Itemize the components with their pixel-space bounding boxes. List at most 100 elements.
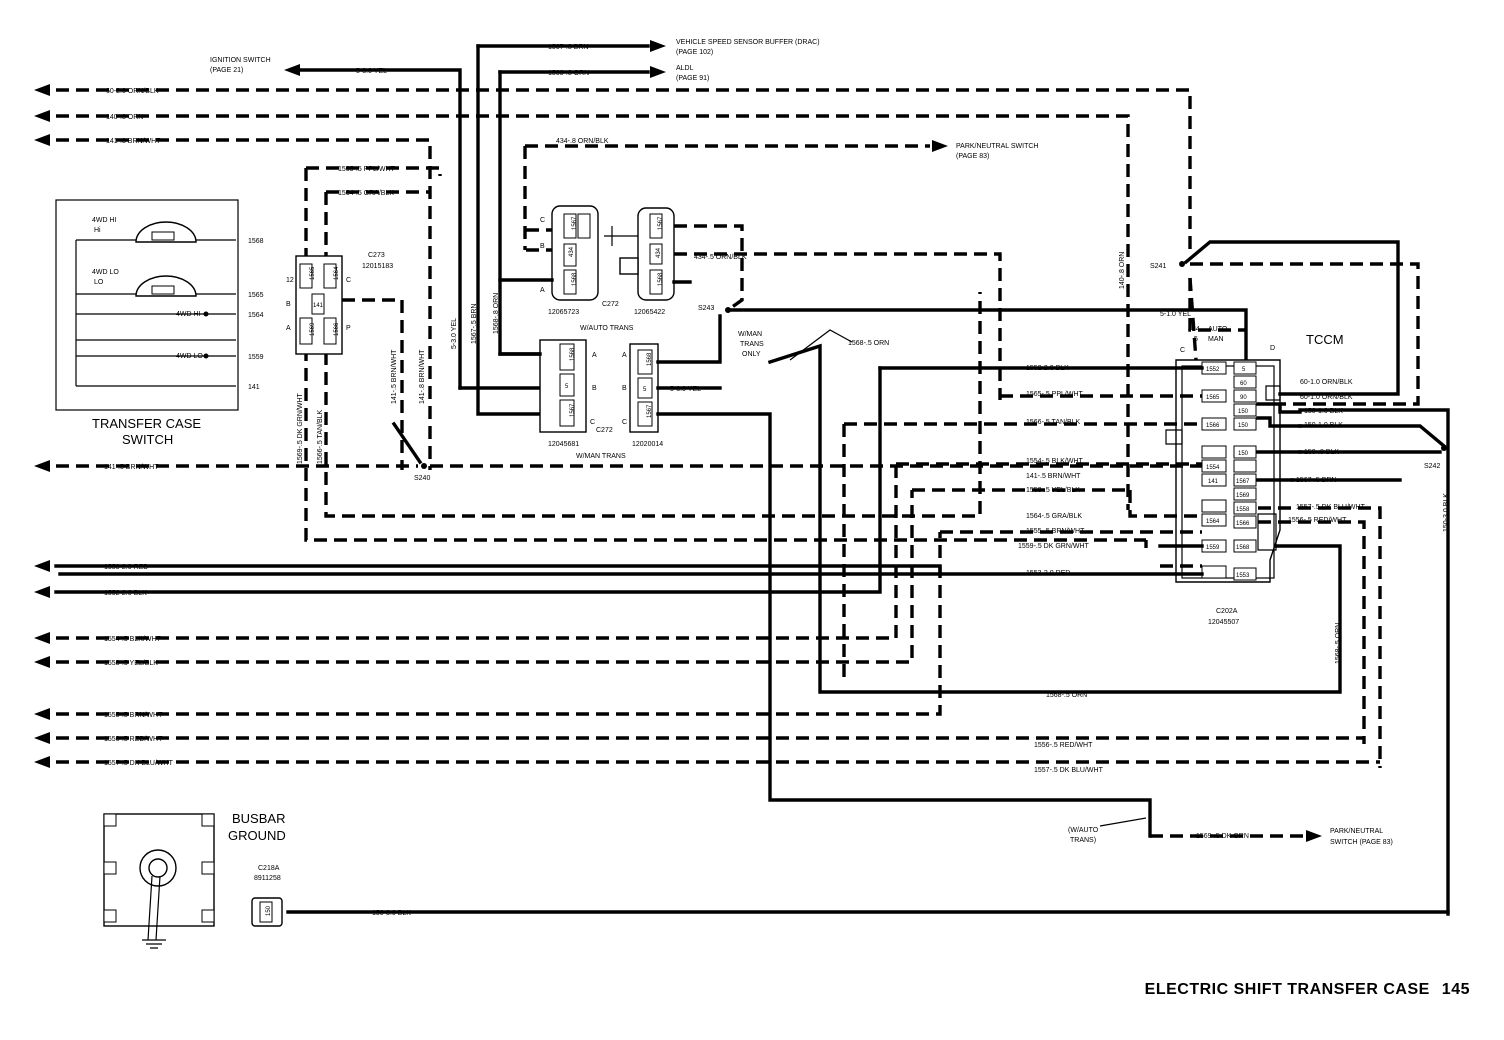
cav-c: C [540, 217, 545, 224]
splice-s241: S241 [1150, 263, 1166, 270]
wire-label: 1552-2.0 BLK [1026, 365, 1069, 372]
pin: 141 [1208, 479, 1219, 485]
pin: 1552 [1206, 367, 1220, 373]
ignition-switch-ref: IGNITION SWITCH [210, 57, 271, 64]
wire-label: 141-.8 BRN/WHT [419, 349, 426, 404]
park-neutral-page: (PAGE 83) [956, 153, 989, 160]
pin: 1567 [572, 216, 578, 230]
transfer-case-switch: 4WD HI Hi 4WD LO LO 4WD HI 4WD LO 1568 1… [55, 199, 264, 447]
wire-label: 1565-.5 PPL/WHT [1026, 391, 1084, 398]
wman-note-2: TRANS [740, 341, 764, 348]
wire-label: 1564-.5 GRA/BLK [1026, 513, 1082, 520]
pin: 1569 [310, 322, 316, 336]
wire-label: 1553-2.0 RED [1026, 570, 1070, 577]
c272-auto-part-a: 12065723 [548, 309, 579, 316]
park-neutral-bottom-ref: PARK/NEUTRAL [1330, 828, 1383, 835]
cav-a: A [622, 352, 627, 359]
ground-label: GROUND [228, 828, 286, 843]
pos-lo: LO [94, 279, 104, 286]
wire-label: 1569-.5 DK GRN/WHT [297, 392, 304, 464]
wire-label: 1558-.5 YEL/BLK [104, 660, 158, 667]
pin: 1567 [1236, 479, 1250, 485]
wire-label: 141-.8 BRN/WHT [106, 138, 161, 145]
ignition-switch-page: (PAGE 21) [210, 67, 243, 74]
tccm-module: TCCM AUTO MAN 434 5 C D C202A 12045507 1… [1119, 240, 1450, 916]
pin: 1568 [1236, 545, 1250, 551]
wire-label: 60-1.0 ORN/BLK [1300, 394, 1353, 401]
c272-man-name: C272 [596, 427, 613, 434]
wire-label: 5-3.0 YEL [670, 386, 701, 393]
c272-man-part-b: 12020014 [632, 441, 663, 448]
splice-s242: S242 [1424, 463, 1440, 470]
wire-label: 1557-.5 DK BLU/WHT [1034, 767, 1104, 774]
tccm-input-runs: 1552-2.0 BLK 1565-.5 PPL/WHT 1566-.5 TAN… [58, 365, 1204, 774]
pin: 1566 [1206, 423, 1220, 429]
tccm-right-pins: 5 60 90 150 150 150 1567 1569 1558 1566 … [1233, 361, 1257, 581]
tccm-cav-d: D [1270, 345, 1275, 352]
wire-label: 1568-.8 ORN [548, 70, 589, 77]
left-harness-bottom: 141-.5 BRN/WHT 1553-2.0 RED 1552-2.0 BLK… [34, 366, 1380, 768]
wire-label: 60-1.0 ORN/BLK [1300, 379, 1353, 386]
wire-label: 1558-.5 YEL/BLK [1026, 487, 1080, 494]
wire-label: 60-2.0 ORN/BLK [106, 88, 159, 95]
wire-label: 1567-.8 BRN [548, 44, 588, 51]
tccm-cav-c: C [1180, 347, 1185, 354]
pin: 1567 [647, 404, 653, 418]
wire-label: 1568-.5 ORN [1335, 623, 1342, 664]
cav-b: B [622, 385, 627, 392]
c272-man-part-a: 12045681 [548, 441, 579, 448]
c273-part: 12015183 [362, 263, 393, 270]
c218a-name: C218A [258, 865, 280, 872]
pin: 1554 [1206, 465, 1220, 471]
c218a-part: 8911258 [254, 875, 281, 882]
c272-auto-note: W/AUTO TRANS [580, 325, 634, 332]
pin: 1568 [570, 347, 576, 361]
wire-label: 1554-.5 BLK/WHT [104, 636, 162, 643]
connector-c273: 1565-.5 PPL/WHT 1564-.5 GRA/BLK 1565 156… [286, 166, 1146, 542]
vertical-runs: 5-3.0 YEL 1567-.5 BRN 1568-.8 ORN 1569-.… [297, 293, 1342, 699]
connector-c272-auto: 1567 434 1568 C B A 12065723 1567 434 15… [498, 205, 1002, 400]
wire-label: 1567-.5 BRN [471, 304, 478, 344]
c272-auto-name: C272 [602, 301, 619, 308]
wire-label: 1555-.5 BRN/WHT [104, 712, 163, 719]
wire-label: 1556-.5 RED/WHT [1288, 517, 1347, 524]
circuit-1564: 1564 [248, 312, 264, 319]
park-neutral-ref: PARK/NEUTRAL SWITCH [956, 143, 1038, 150]
left-harness-top: 60-2.0 ORN/BLK 140-.8 ORN 141-.8 BRN/WHT [34, 84, 1192, 510]
pin: 1558 [1236, 507, 1250, 513]
pin: 1569 [1236, 493, 1250, 499]
wire-label: 141-.5 BRN/WHT [104, 464, 159, 471]
tccm-auto: AUTO [1208, 326, 1228, 333]
wman-note-1: W/MAN [738, 331, 762, 338]
cav-b: B [286, 301, 291, 308]
pin: 1559 [1206, 545, 1220, 551]
wire-label: 5-3.0 YEL [356, 68, 387, 75]
cav-12: 12 [286, 277, 294, 284]
wire-label: 1565-.5 PPL/WHT [338, 166, 396, 173]
pin: 1553 [1236, 573, 1250, 579]
wire-label: 1559-.5 DK GRN/WHT [1018, 543, 1090, 550]
wauto-note-1: (W/AUTO [1068, 827, 1099, 834]
wire-label: 141-.5 BRN/WHT [1026, 473, 1081, 480]
pin: 60 [1240, 381, 1247, 387]
pin: 150 [266, 905, 272, 916]
circuit-1568: 1568 [248, 238, 264, 245]
cav-a: A [540, 287, 545, 294]
pin: 1568 [658, 272, 664, 286]
wire-label: 434-.8 ORN/BLK [556, 138, 609, 145]
wire-label: 140-.8 ORN [1119, 252, 1126, 289]
pin: 1564 [334, 266, 340, 280]
pin: 1565 [310, 266, 316, 280]
circuit-141: 141 [248, 384, 260, 391]
aldl-page: (PAGE 91) [676, 75, 709, 82]
tccm-connector: C202A [1216, 608, 1238, 615]
wire-label: 1568-.5 ORN [848, 340, 889, 347]
pin: 1564 [1206, 519, 1220, 525]
wire-label: 150-3.0 BLK [1443, 493, 1450, 532]
pin: 1565 [1206, 395, 1220, 401]
wire-label: 1566-.5 TAN/BLK [317, 409, 324, 464]
pin: 1566 [1236, 521, 1250, 527]
aldl-ref: ALDL [676, 65, 694, 72]
